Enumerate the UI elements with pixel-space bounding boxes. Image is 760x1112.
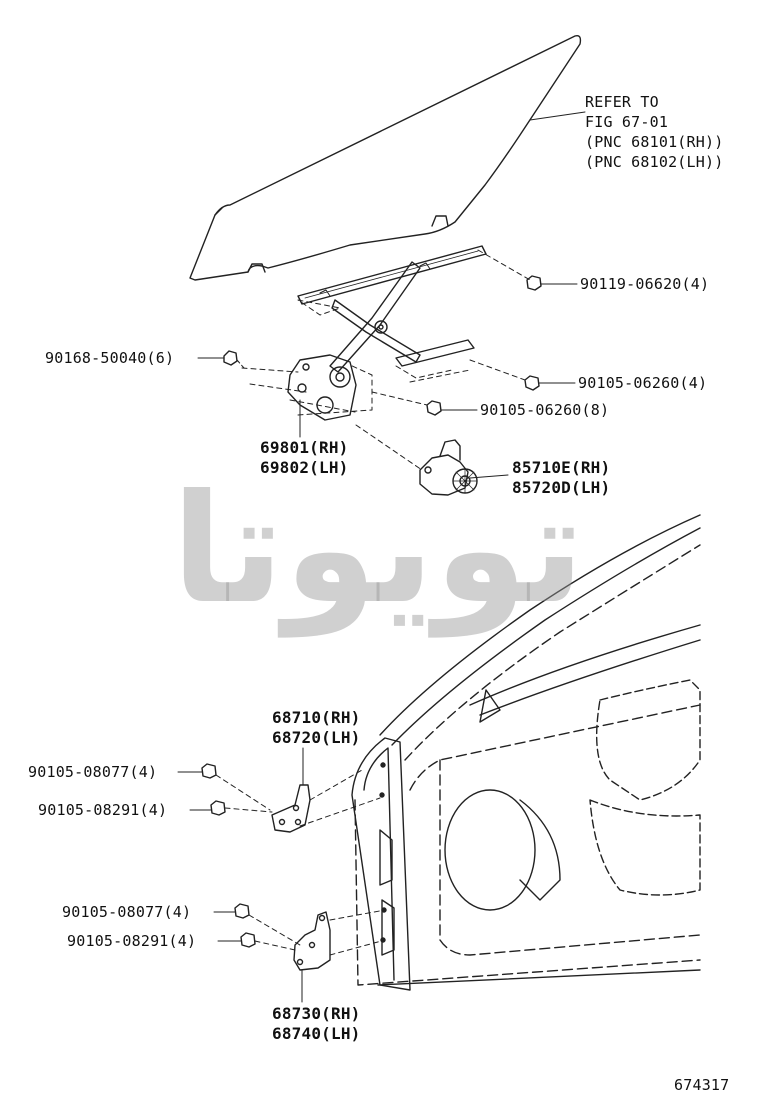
lower-hinge bbox=[293, 909, 386, 1003]
callout-regulator-lh: 69802(LH) bbox=[260, 458, 349, 477]
note-line-1: REFER TO bbox=[585, 93, 659, 111]
callout-lower-bolt-08291: 90105-08291(4) bbox=[67, 932, 197, 950]
upper-hinge bbox=[271, 747, 381, 833]
callout-90105-06260-b: 90105-06260(8) bbox=[480, 401, 610, 419]
callout-90105-06260-a: 90105-06260(4) bbox=[578, 374, 708, 392]
callout-motor-rh: 85710E(RH) bbox=[512, 458, 611, 477]
callout-regulator-rh: 69801(RH) bbox=[260, 438, 349, 457]
note-line-3: (PNC 68101(RH)) bbox=[585, 133, 724, 151]
callout-lower-bolt-08077: 90105-08077(4) bbox=[62, 903, 192, 921]
door-opening-body bbox=[351, 514, 701, 991]
figure-number: 674317 bbox=[674, 1076, 730, 1094]
callout-lower-hinge-lh: 68740(LH) bbox=[272, 1024, 361, 1043]
bolt-90105-08077-upper bbox=[177, 763, 271, 811]
bolt-90105-08291-upper bbox=[189, 800, 273, 816]
callout-90119-06620: 90119-06620(4) bbox=[580, 275, 710, 293]
bolt-90105-08291-lower bbox=[217, 932, 296, 951]
callout-lower-hinge-rh: 68730(RH) bbox=[272, 1004, 361, 1023]
window-regulator bbox=[241, 245, 531, 421]
window-motor bbox=[355, 424, 478, 496]
callout-upper-hinge-lh: 68720(LH) bbox=[272, 728, 361, 747]
callout-motor-lh: 85720D(LH) bbox=[512, 478, 611, 497]
callout-upper-bolt-08291: 90105-08291(4) bbox=[38, 801, 168, 819]
note-line-4: (PNC 68102(LH)) bbox=[585, 153, 724, 171]
bolt-90105-06260-b bbox=[371, 391, 478, 416]
bolt-90168-50040 bbox=[197, 350, 245, 369]
note-line-2: FIG 67-01 bbox=[585, 113, 669, 131]
bolt-90105-06260-a bbox=[469, 359, 576, 391]
callout-upper-bolt-08077: 90105-08077(4) bbox=[28, 763, 158, 781]
callout-90168-50040: 90168-50040(6) bbox=[45, 349, 175, 367]
callout-upper-hinge-rh: 68710(RH) bbox=[272, 708, 361, 727]
bolt-90119-06620 bbox=[526, 275, 578, 291]
bolt-90105-08077-lower bbox=[213, 903, 301, 946]
door-glass bbox=[189, 34, 582, 281]
